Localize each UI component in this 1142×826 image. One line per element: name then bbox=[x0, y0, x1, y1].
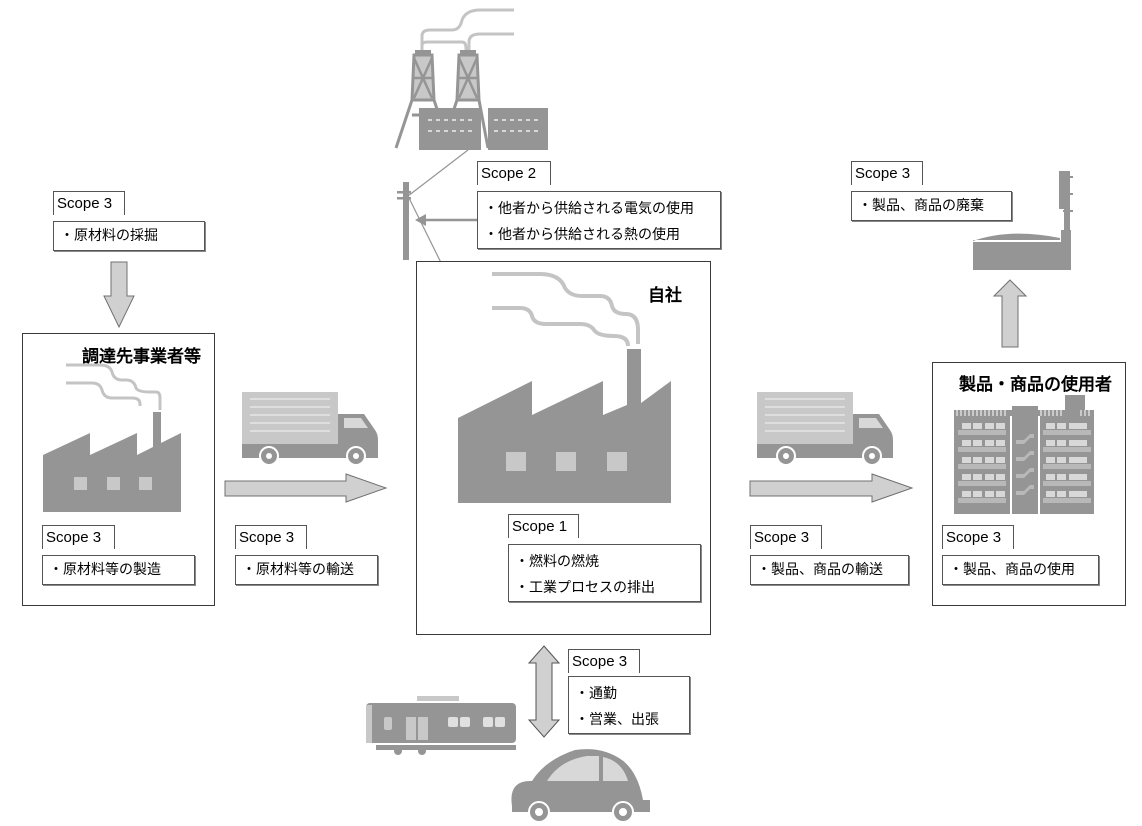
raw-transport-scope-items: ・原材料等の輸送 bbox=[235, 555, 378, 585]
company-title: 自社 bbox=[648, 286, 682, 306]
product-use-scope-items: ・製品、商品の使用 bbox=[942, 555, 1099, 585]
scope1-label: Scope 1 bbox=[508, 514, 579, 538]
disposal-scope-items: ・製品、商品の廃棄 bbox=[851, 191, 1012, 221]
commute-scope-items: ・通勤 ・営業、出張 bbox=[568, 676, 690, 734]
raw-transport-item: ・原材料等の輸送 bbox=[242, 562, 354, 578]
scope2-label: Scope 2 bbox=[477, 161, 551, 185]
raw-extraction-scope-items: ・原材料の採掘 bbox=[53, 221, 205, 251]
disposal-item: ・製品、商品の廃棄 bbox=[858, 198, 984, 214]
manufacturing-item: ・原材料等の製造 bbox=[49, 562, 161, 578]
scope2-items: ・他者から供給される電気の使用 ・他者から供給される熱の使用 bbox=[477, 191, 721, 249]
user-title: 製品・商品の使用者 bbox=[959, 375, 1112, 395]
product-transport-scope-items: ・製品、商品の輸送 bbox=[750, 555, 909, 585]
raw-extraction-item: ・原材料の採掘 bbox=[60, 228, 158, 244]
scope1-item: ・燃料の燃焼 bbox=[515, 554, 599, 570]
commute-scope-label: Scope 3 bbox=[568, 649, 640, 673]
scope1-item: ・工業プロセスの排出 bbox=[515, 580, 655, 596]
supplier-title: 調達先事業者等 bbox=[82, 347, 201, 367]
commute-item: ・営業、出張 bbox=[575, 712, 659, 728]
product-use-scope-label: Scope 3 bbox=[942, 525, 1014, 549]
manufacturing-scope-items: ・原材料等の製造 bbox=[42, 555, 195, 585]
disposal-scope-label: Scope 3 bbox=[851, 161, 923, 185]
scope2-item: ・他者から供給される熱の使用 bbox=[484, 227, 680, 243]
manufacturing-scope-label: Scope 3 bbox=[42, 525, 115, 549]
product-transport-scope-label: Scope 3 bbox=[750, 525, 822, 549]
raw-transport-scope-label: Scope 3 bbox=[235, 525, 307, 549]
raw-extraction-scope-label: Scope 3 bbox=[53, 191, 125, 215]
scope1-items: ・燃料の燃焼 ・工業プロセスの排出 bbox=[508, 544, 701, 602]
scope2-item: ・他者から供給される電気の使用 bbox=[484, 201, 694, 217]
commute-item: ・通勤 bbox=[575, 686, 617, 702]
product-use-item: ・製品、商品の使用 bbox=[949, 562, 1075, 578]
product-transport-item: ・製品、商品の輸送 bbox=[757, 562, 883, 578]
